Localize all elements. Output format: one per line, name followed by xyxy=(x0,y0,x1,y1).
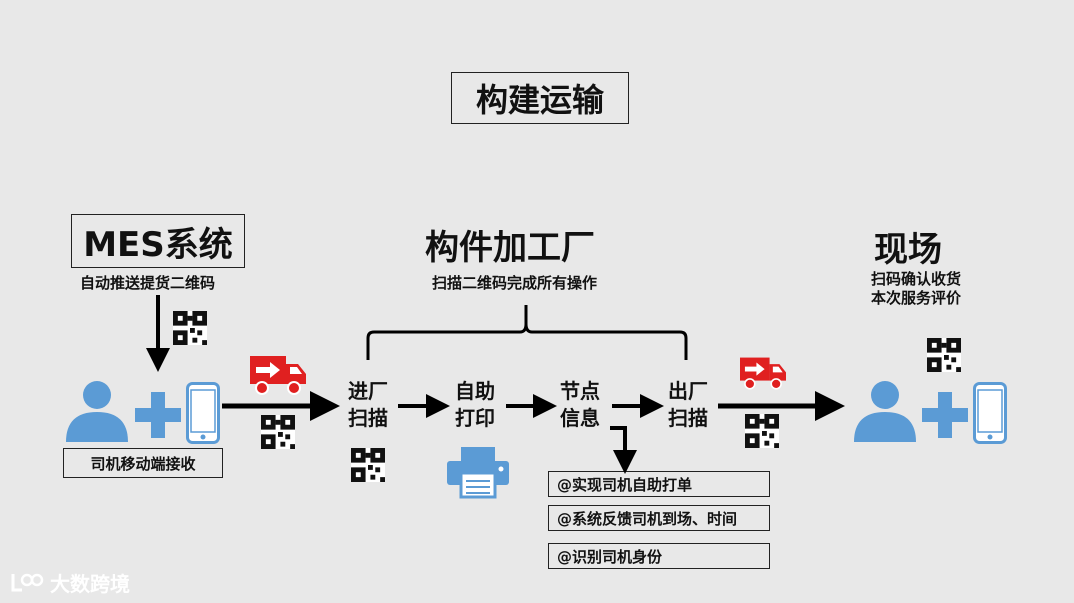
note-identify-driver: @识别司机身份 xyxy=(548,543,770,569)
truck-icon xyxy=(740,357,786,390)
arrow-node-to-notes xyxy=(610,426,637,474)
note-arrival-feedback: @系统反馈司机到场、时间 xyxy=(548,505,770,531)
step-node-line1: 节点 xyxy=(560,379,600,403)
driver-plus-icon xyxy=(135,392,181,438)
step-entry-scan: 进厂 扫描 xyxy=(348,378,388,432)
step-entry-line1: 进厂 xyxy=(348,379,388,403)
page-title: 构建运输 xyxy=(451,72,629,124)
qr-code-icon xyxy=(261,415,295,449)
step-node-info: 节点 信息 xyxy=(560,378,600,432)
site-plus-icon xyxy=(922,392,968,438)
step-node-line2: 信息 xyxy=(560,406,600,430)
site-title: 现场 xyxy=(874,230,942,270)
factory-subtitle: 扫描二维码完成所有操作 xyxy=(432,274,598,292)
step-exit-scan: 出厂 扫描 xyxy=(668,378,708,432)
factory-brace xyxy=(366,305,688,360)
driver-person-icon xyxy=(66,381,128,442)
driver-phone-icon xyxy=(186,382,220,444)
watermark-text: 大数跨境 xyxy=(50,572,130,596)
qr-code-icon xyxy=(745,414,779,448)
site-phone-icon xyxy=(973,382,1007,444)
site-person-icon xyxy=(854,381,916,442)
mes-system-title: MES系统 xyxy=(71,214,245,268)
driver-mobile-label: 司机移动端接收 xyxy=(63,448,223,478)
step-print-line2: 打印 xyxy=(455,406,495,430)
qr-code-icon xyxy=(927,338,961,372)
watermark-logo-icon xyxy=(11,573,44,591)
mes-subtitle: 自动推送提货二维码 xyxy=(80,274,216,292)
site-line1: 扫码确认收货 xyxy=(871,270,962,288)
printer-icon xyxy=(447,447,509,499)
note-self-print: @实现司机自助打单 xyxy=(548,471,770,497)
qr-code-icon xyxy=(173,311,207,345)
step-exit-line1: 出厂 xyxy=(668,379,708,403)
qr-code-icon xyxy=(351,448,385,482)
step-exit-line2: 扫描 xyxy=(668,406,708,430)
site-line2: 本次服务评价 xyxy=(871,289,962,307)
truck-icon xyxy=(250,356,306,395)
step-self-print: 自助 打印 xyxy=(455,378,495,432)
step-print-line1: 自助 xyxy=(455,379,495,403)
watermark: 大数跨境 xyxy=(10,568,130,597)
factory-title: 构件加工厂 xyxy=(425,228,595,268)
step-entry-line2: 扫描 xyxy=(348,406,388,430)
